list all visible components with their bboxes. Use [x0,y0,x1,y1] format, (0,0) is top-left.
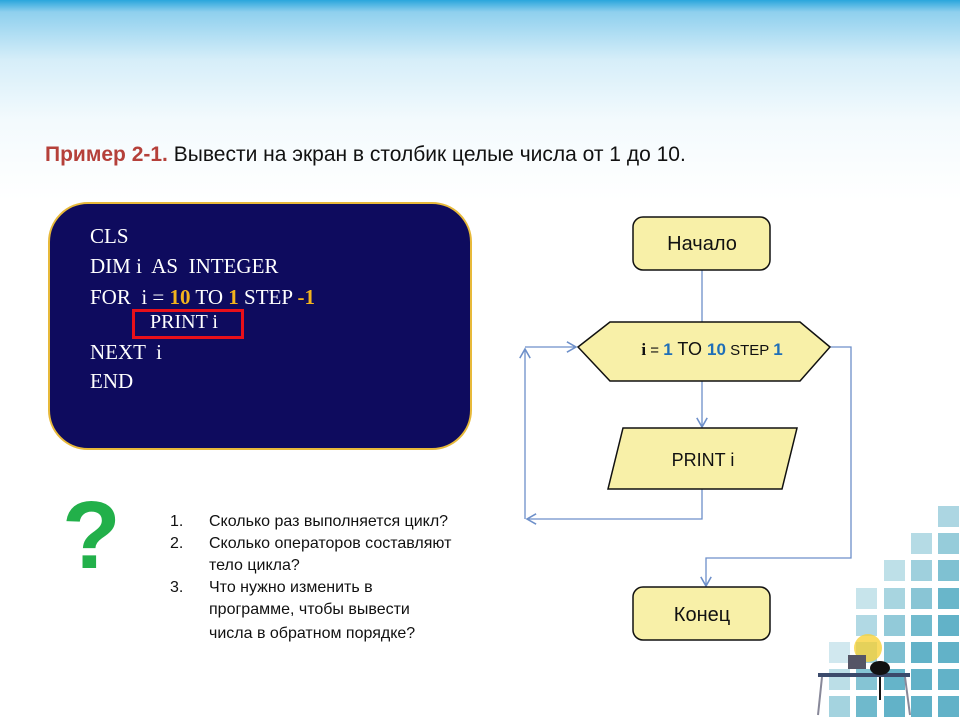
for-from: 10 [169,285,191,309]
print-block [607,427,798,490]
for-kw: FOR i = [90,285,170,309]
decor-square [938,669,959,690]
decor-square [884,696,905,717]
start-block [632,216,771,271]
end-label: Конец [674,604,730,626]
q-text: программе, чтобы вывести [209,601,410,618]
q-num: 3. [170,579,184,596]
decor-square [911,669,932,690]
decor-square [938,506,959,527]
q-text: Что нужно изменить в [209,579,373,596]
q-num: 1. [170,513,184,530]
for-to: TO [190,285,229,309]
decor-square [856,615,877,636]
decor-square [829,696,850,717]
decor-square [911,588,932,609]
decor-square [938,615,959,636]
decor-square [911,642,932,663]
decor-square [938,588,959,609]
loop-label: i = 1 TO 10 STEP 1 [641,339,782,359]
end-block [632,586,771,641]
q-text: тело цикла? [209,557,300,574]
decor-square [856,696,877,717]
slide-title: Пример 2-1. Вывести на экран в столбик ц… [45,143,686,167]
connector [525,489,703,525]
question-mark-icon: ? [62,482,121,589]
decor-square [938,642,959,663]
for-step-val: -1 [297,285,316,309]
code-line-next: NEXT i [90,340,162,364]
code-line: DIM i AS INTEGER [90,254,279,278]
print-label: PRINT i [672,450,735,470]
code-line: CLS [90,224,129,248]
decor-square [938,696,959,717]
example-label: Пример 2-1. [45,143,168,166]
decor-square [911,615,932,636]
decor-square [911,560,932,581]
code-box: CLS DIM i AS INTEGER FOR i = 10 TO 1 STE… [48,202,472,450]
q-text: Сколько раз выполняется цикл? [209,513,449,530]
code-line-for: FOR i = 10 TO 1 STEP -1 [90,285,315,310]
q-text: числа в обратном порядке? [209,625,416,642]
for-step: STEP [238,285,298,309]
decor-square [829,642,850,663]
decor-square [856,588,877,609]
desk-illustration-icon [817,634,911,716]
decor-square [884,642,905,663]
decor-square [938,533,959,554]
connector [700,346,852,588]
decor-square [911,533,932,554]
decor-square [938,560,959,581]
decor-square [884,588,905,609]
decor-square [884,560,905,581]
for-to-val: 1 [228,285,239,309]
q-text: Сколько операторов составляют [209,535,452,552]
decor-square [911,696,932,717]
code-line-print: PRINT i [150,311,218,333]
task-text: Вывести на экран в столбик целые числа о… [173,143,686,166]
code-line-end: END [90,369,134,393]
decor-square [884,615,905,636]
q-num: 2. [170,535,184,552]
start-label: Начало [667,233,737,255]
loop-block [576,321,832,382]
highlight-box [132,309,244,339]
